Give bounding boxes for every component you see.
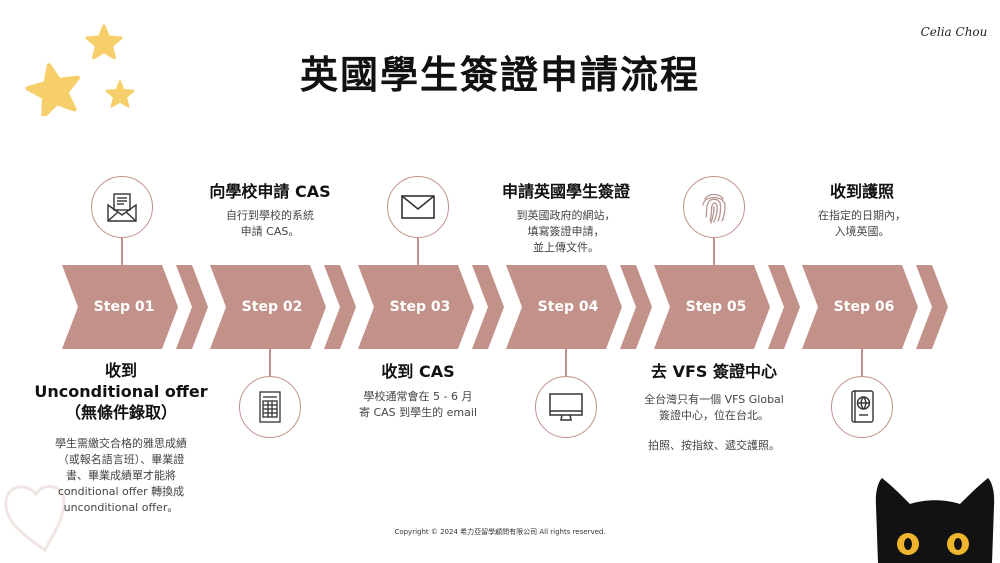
description-line: 自行到學校的系統 bbox=[170, 208, 370, 224]
fingerprint-icon bbox=[696, 187, 732, 227]
step-04-label: Step 04 bbox=[508, 299, 628, 315]
connector-line bbox=[417, 236, 419, 265]
heading-line: 收到 CAS bbox=[318, 361, 518, 382]
step-01-label: Step 01 bbox=[64, 299, 184, 315]
description-line: 寄 CAS 到學生的 email bbox=[318, 405, 518, 421]
step-01-description: 學生需繳交合格的雅思成績 （或報名語言班）、畢業證 書、畢業成績單才能將 con… bbox=[20, 436, 222, 516]
description-line: unconditional offer。 bbox=[20, 500, 222, 516]
description-line: 全台灣只有一個 VFS Global bbox=[604, 392, 824, 408]
step-01-icon-circle bbox=[91, 176, 153, 238]
heading-line: Unconditional offer bbox=[10, 381, 232, 402]
step-02-heading: 向學校申請 CAS bbox=[170, 181, 370, 202]
step-02-description: 自行到學校的系統 申請 CAS。 bbox=[170, 208, 370, 240]
description-line: 學校通常會在 5 - 6 月 bbox=[318, 389, 518, 405]
description-line: conditional offer 轉換成 bbox=[20, 484, 222, 500]
step-04-description: 到英國政府的網站， 填寫簽證申請， 並上傳文件。 bbox=[466, 208, 666, 256]
step-03-icon-circle bbox=[387, 176, 449, 238]
connector-line bbox=[861, 349, 863, 376]
description-line: 在指定的日期內， bbox=[762, 208, 962, 224]
step-05-heading: 去 VFS 簽證中心 bbox=[614, 361, 814, 382]
step-02-icon-circle bbox=[239, 376, 301, 438]
copyright-text: Copyright © 2024 希力亞留學顧問有限公司 All rights … bbox=[0, 527, 1000, 537]
heading-line: 收到 bbox=[10, 360, 232, 381]
description-line: 書、畢業成績單才能將 bbox=[20, 468, 222, 484]
passport-icon bbox=[847, 388, 877, 426]
step-04-icon-circle bbox=[535, 376, 597, 438]
step-06-description: 在指定的日期內， 入境英國。 bbox=[762, 208, 962, 240]
step-05-label: Step 05 bbox=[656, 299, 776, 315]
step-01-heading: 收到 Unconditional offer （無條件錄取） bbox=[10, 360, 232, 423]
description-line: 填寫簽證申請， bbox=[466, 224, 666, 240]
mail-icon bbox=[399, 192, 437, 222]
step-03-heading: 收到 CAS bbox=[318, 361, 518, 382]
description-line: 申請 CAS。 bbox=[170, 224, 370, 240]
step-05-icon-circle bbox=[683, 176, 745, 238]
description-line: 拍照、按指紋、遞交護照。 bbox=[604, 438, 824, 454]
description-line: 到英國政府的網站， bbox=[466, 208, 666, 224]
document-form-icon bbox=[254, 389, 286, 425]
step-04-heading: 申請英國學生簽證 bbox=[466, 181, 666, 202]
connector-line bbox=[565, 349, 567, 376]
heading-line: （無條件錄取） bbox=[10, 402, 232, 423]
connector-line bbox=[121, 236, 123, 265]
description-line: 並上傳文件。 bbox=[466, 240, 666, 256]
heading-line: 向學校申請 CAS bbox=[170, 181, 370, 202]
description-line: 入境英國。 bbox=[762, 224, 962, 240]
description-line bbox=[604, 424, 824, 438]
computer-monitor-icon bbox=[547, 390, 585, 424]
heading-line: 收到護照 bbox=[762, 181, 962, 202]
envelope-letter-icon bbox=[104, 189, 140, 225]
connector-line bbox=[269, 349, 271, 376]
step-06-icon-circle bbox=[831, 376, 893, 438]
step-05-description: 全台灣只有一個 VFS Global 簽證中心，位在台北。 拍照、按指紋、遞交護… bbox=[604, 392, 824, 454]
step-06-heading: 收到護照 bbox=[762, 181, 962, 202]
black-cat-illustration bbox=[870, 476, 1000, 563]
heading-line: 申請英國學生簽證 bbox=[466, 181, 666, 202]
description-line: 簽證中心，位在台北。 bbox=[604, 408, 824, 424]
step-03-label: Step 03 bbox=[360, 299, 480, 315]
step-03-description: 學校通常會在 5 - 6 月 寄 CAS 到學生的 email bbox=[318, 389, 518, 421]
step-02-label: Step 02 bbox=[212, 299, 332, 315]
heading-line: 去 VFS 簽證中心 bbox=[614, 361, 814, 382]
step-06-label: Step 06 bbox=[804, 299, 924, 315]
description-line: 學生需繳交合格的雅思成績 bbox=[20, 436, 222, 452]
description-line: （或報名語言班）、畢業證 bbox=[20, 452, 222, 468]
connector-line bbox=[713, 236, 715, 265]
